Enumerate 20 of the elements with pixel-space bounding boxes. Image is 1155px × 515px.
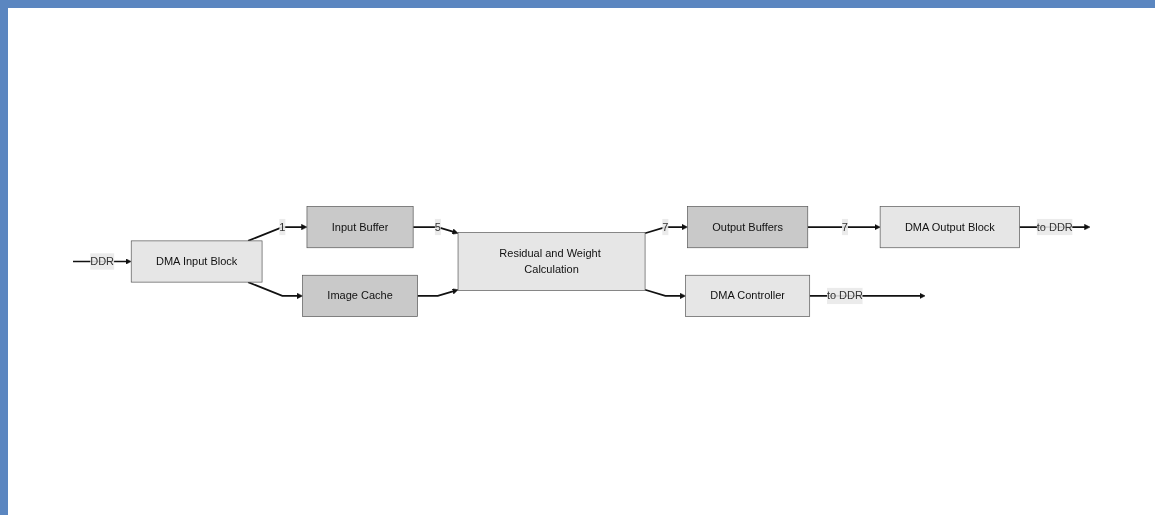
node-box: Input Buffer — [306, 206, 414, 249]
node-box: Output Buffers — [687, 206, 809, 249]
node-box: Residual and Weight Calculation — [457, 232, 646, 291]
edge-label: 7 — [662, 220, 669, 233]
edge-label: 7 — [841, 220, 848, 233]
edge-label: DDR — [90, 255, 115, 267]
node-box: Image Cache — [302, 274, 418, 317]
arrow — [247, 224, 308, 242]
edge-label: to DDR — [826, 289, 863, 302]
arrow — [247, 281, 303, 299]
arrow — [416, 288, 459, 297]
node-box: DMA Output Block — [879, 206, 1020, 249]
node-box: DMA Input Block — [130, 240, 263, 283]
node-box: DMA Controller — [685, 274, 811, 317]
edge-label: 1 — [279, 220, 286, 233]
arrow — [644, 288, 686, 299]
edge-label: to DDR — [1036, 220, 1073, 233]
arrow — [644, 224, 688, 235]
edge-label: 5 — [434, 220, 441, 233]
arrow — [806, 224, 881, 231]
